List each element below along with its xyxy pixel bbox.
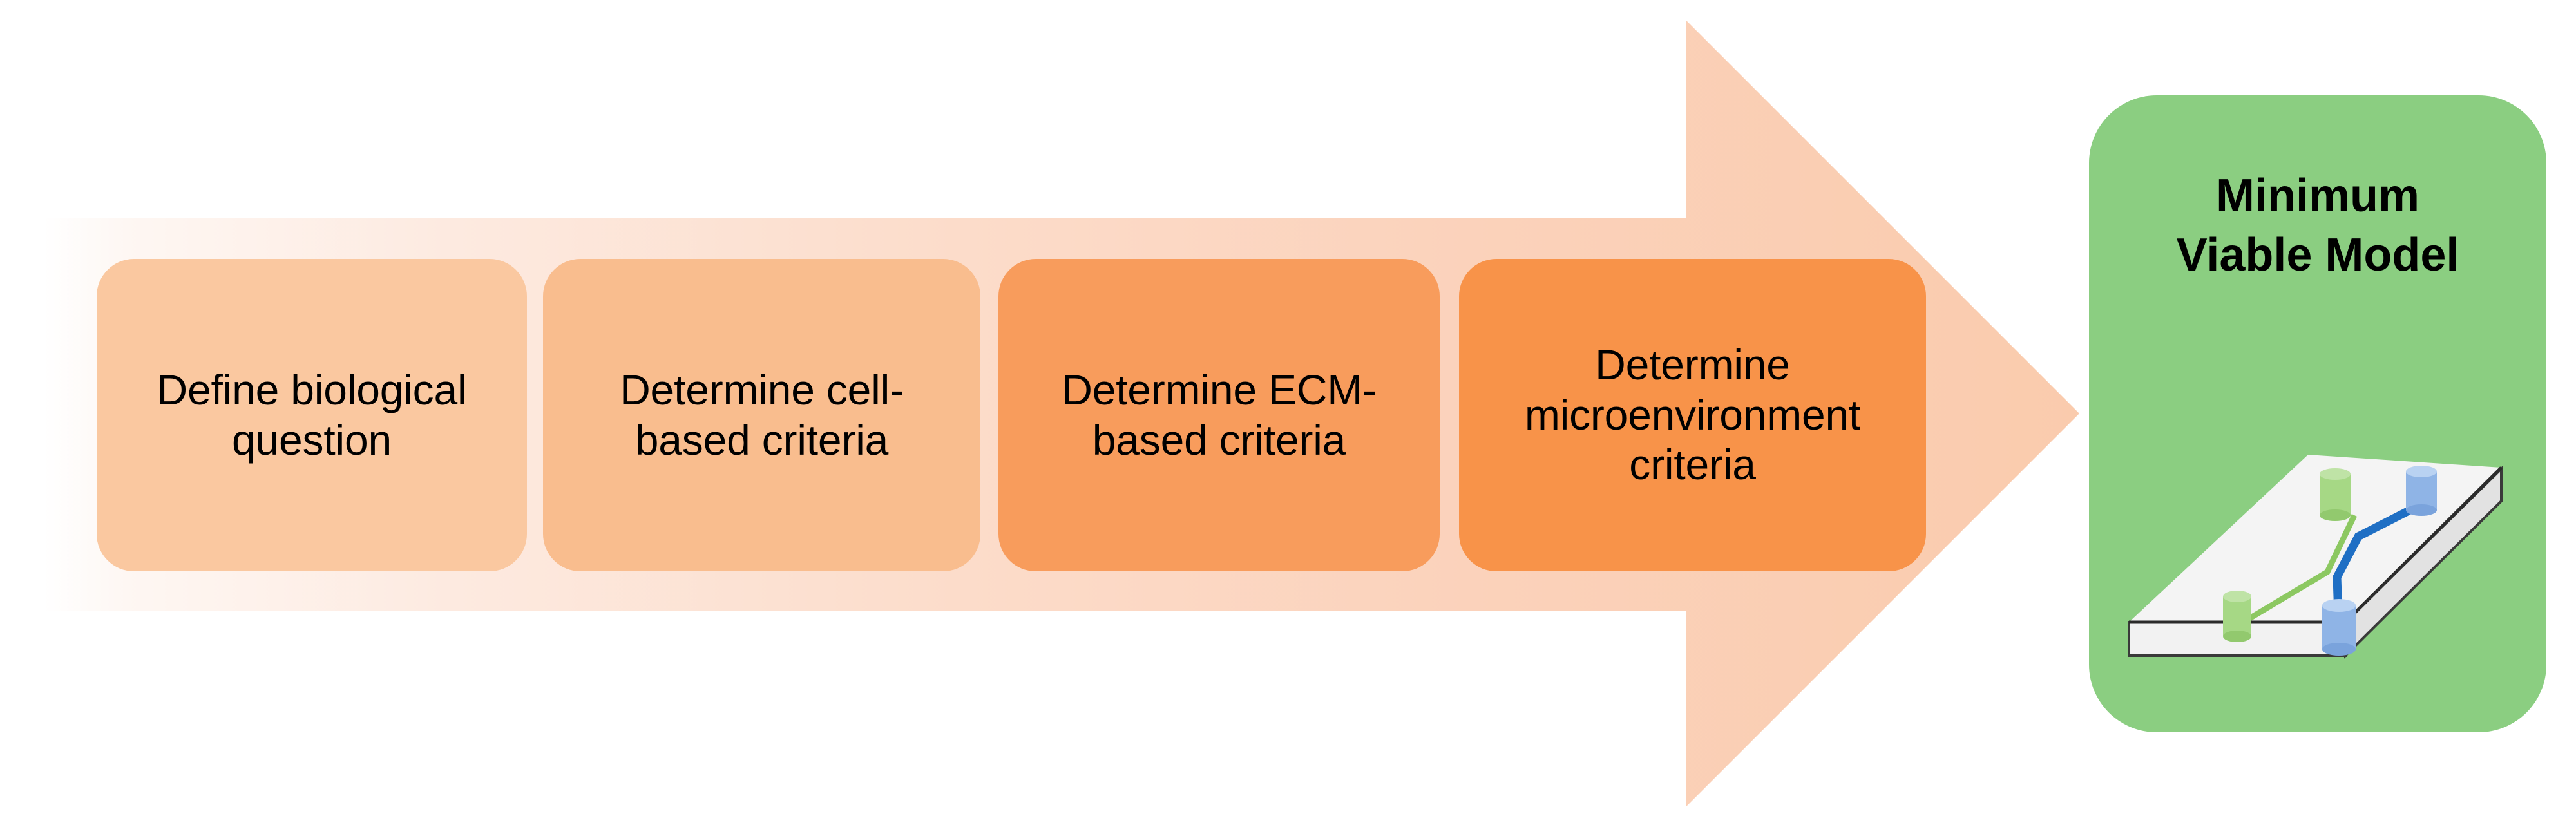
result-card-title: Minimum Viable Model	[2112, 166, 2524, 285]
step-label-1: Define biological question	[157, 365, 467, 464]
step-label-2: Determine cell-based criteria	[620, 365, 904, 464]
node-blue-bottom	[2322, 599, 2356, 656]
result-title-line-2: Viable Model	[2176, 229, 2459, 281]
result-card-minimum-viable-model[interactable]: Minimum Viable Model	[2089, 95, 2546, 732]
step-box-3[interactable]: Determine ECM-based criteria	[998, 259, 1440, 571]
node-green-top	[2320, 468, 2351, 521]
step-label-3: Determine ECM-based criteria	[1062, 365, 1377, 464]
step-label-4: Determine microenvironment criteria	[1524, 340, 1861, 489]
link-green	[2239, 514, 2358, 626]
step-box-1[interactable]: Define biological question	[97, 259, 527, 571]
node-blue-top	[2406, 466, 2437, 516]
step-box-4[interactable]: Determine microenvironment criteria	[1459, 259, 1926, 571]
3d-model-platform-icon	[2128, 455, 2503, 659]
step-box-2[interactable]: Determine cell-based criteria	[543, 259, 980, 571]
result-title-line-1: Minimum	[2216, 170, 2419, 222]
platform-top-edge-right	[2344, 466, 2503, 623]
node-green-left	[2223, 591, 2251, 642]
